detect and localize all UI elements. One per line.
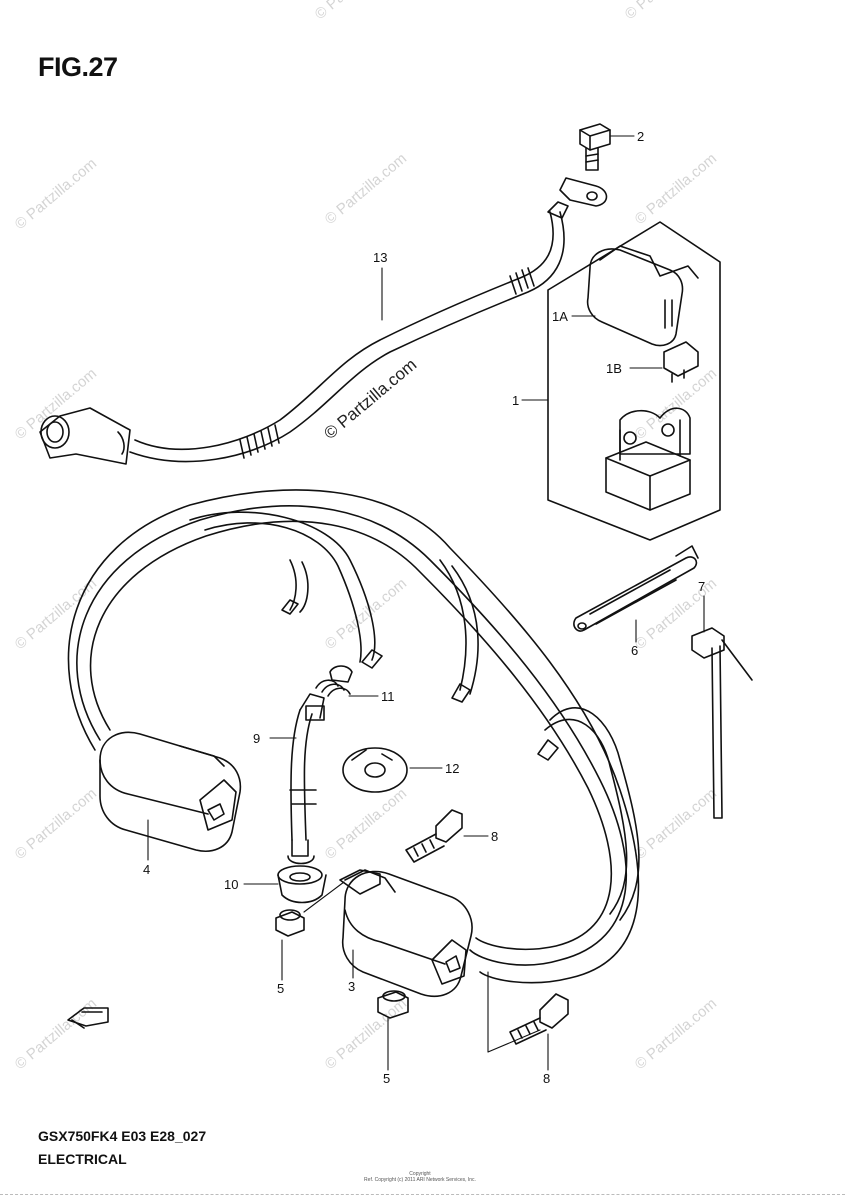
relay-body-1 [605, 407, 691, 511]
watermark-text: © Partzilla.com [622, 0, 710, 23]
watermark-text: © Partzilla.com [632, 575, 720, 653]
direction-arrow-icon [67, 1007, 109, 1029]
copyright-line-2: Ref. Copyright (c) 2011 ARI Network Serv… [364, 1177, 476, 1183]
callout-7: 7 [698, 579, 705, 594]
watermark-text: © Partzilla.com [632, 995, 720, 1073]
watermark-text: © Partzilla.com [322, 575, 410, 653]
callout-leaders [147, 135, 705, 1071]
watermark-text: © Partzilla.com [312, 0, 400, 23]
callout-1B: 1B [606, 361, 622, 376]
watermark-text: © Partzilla.com [12, 995, 100, 1073]
ignition-harness [67, 489, 640, 984]
bottom-divider [0, 1194, 845, 1195]
callout-labels: 2 13 1A 1B 1 7 6 11 9 12 8 4 10 5 3 5 8 [143, 129, 705, 1086]
watermark-text: © Partzilla.com [632, 785, 720, 863]
starter-relay-group-1 [547, 221, 721, 541]
spring-clip-11 [305, 665, 353, 721]
spacer-5-upper [275, 909, 305, 937]
clamp-band-7 [691, 627, 753, 819]
grommet-10 [277, 865, 327, 904]
ignition-coil-4 [99, 731, 242, 852]
watermark-layer: © Partzilla.com © Partzilla.com © Partzi… [12, 0, 720, 1073]
figure-title: FIG.27 [38, 52, 118, 82]
plate-12 [342, 747, 408, 793]
callout-5-upper: 5 [277, 981, 284, 996]
callout-1: 1 [512, 393, 519, 408]
watermark-text: © Partzilla.com [322, 150, 410, 228]
callout-11: 11 [381, 689, 395, 704]
callout-8-lower: 8 [543, 1071, 550, 1086]
watermark-text: © Partzilla.com [12, 155, 100, 233]
watermark-text-center: © Partzilla.com [320, 355, 420, 443]
callout-2: 2 [637, 129, 644, 144]
relay-cover-1A [586, 245, 699, 347]
model-code: GSX750FK4 E03 E28_027 [38, 1128, 207, 1144]
bolt-2 [579, 123, 611, 171]
callout-9: 9 [253, 731, 260, 746]
callout-8-upper: 8 [491, 829, 498, 844]
callout-5-lower: 5 [383, 1071, 390, 1086]
ignition-coil-3 [339, 869, 473, 998]
starter-cable-13 [39, 177, 608, 465]
bolt-8-upper [405, 809, 463, 863]
watermark-text: © Partzilla.com [632, 150, 720, 228]
callout-10: 10 [224, 877, 238, 892]
callout-6: 6 [631, 643, 638, 658]
copyright-notice: Copyright Ref. Copyright (c) 2011 ARI Ne… [330, 1171, 510, 1183]
watermark-text: © Partzilla.com [12, 785, 100, 863]
fuse-1B [663, 341, 699, 383]
callout-12: 12 [445, 761, 459, 776]
watermark-text: © Partzilla.com [12, 365, 100, 443]
callout-13: 13 [373, 250, 387, 265]
bolt-8-lower [509, 993, 569, 1045]
watermark-text: © Partzilla.com [322, 785, 410, 863]
bracket-6 [573, 545, 699, 632]
watermark-text: © Partzilla.com [632, 365, 720, 443]
callout-4: 4 [143, 862, 150, 877]
section-name: ELECTRICAL [38, 1151, 127, 1167]
copyright-line-1: Copyright [409, 1171, 431, 1177]
plug-lead-9 [287, 693, 325, 865]
callout-3: 3 [348, 979, 355, 994]
callout-1A: 1A [552, 309, 568, 324]
spacer-5-lower [377, 990, 409, 1019]
watermark-text: © Partzilla.com [322, 995, 410, 1073]
